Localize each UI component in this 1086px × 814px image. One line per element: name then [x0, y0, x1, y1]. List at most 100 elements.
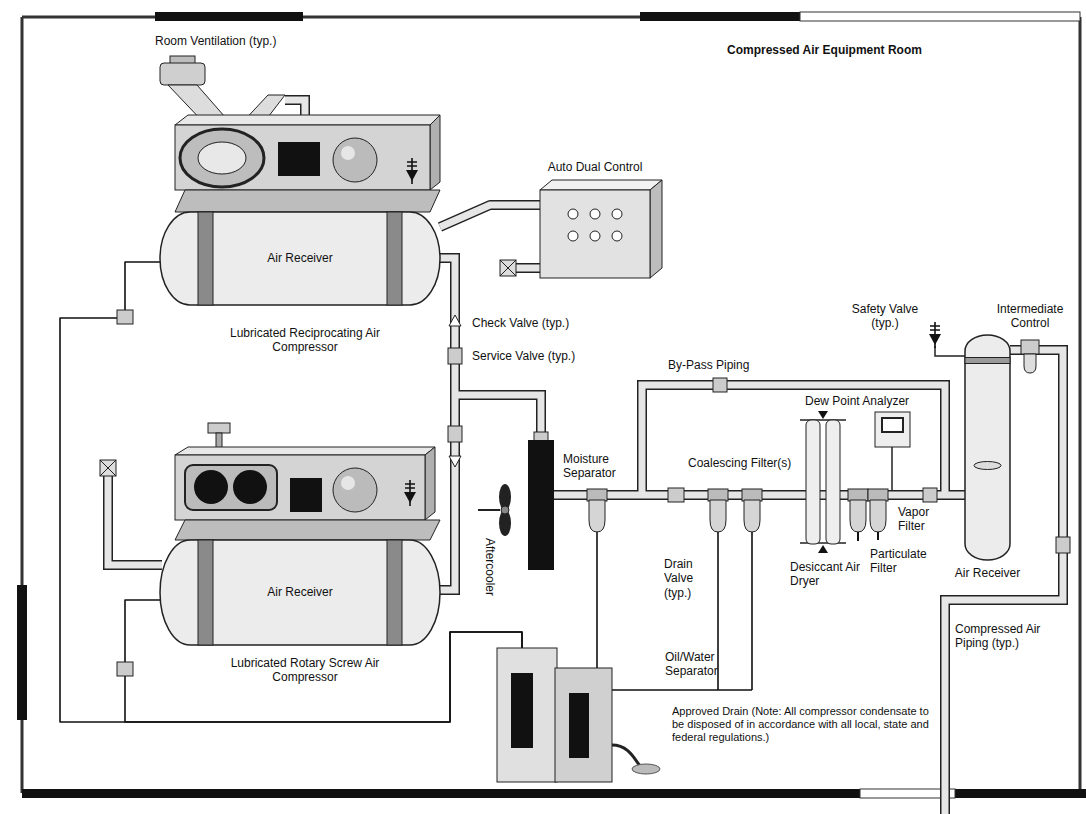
text-holder: Auto Dual Control [548, 160, 643, 174]
reciprocating-compressor [160, 56, 440, 212]
safety-valve-symbol [404, 480, 416, 506]
tank-band [387, 212, 402, 305]
drain-tip [877, 532, 879, 540]
label-anchor: Room Ventilation (typ.) [155, 34, 276, 48]
filter-head [708, 489, 728, 501]
node-text: Air Receiver [267, 585, 332, 599]
tank-shell [160, 540, 440, 645]
part-label: Service Valve (typ.) [472, 349, 575, 363]
intake-sphere [341, 476, 355, 490]
air-receiver-tank: Air Receiver [965, 335, 1010, 560]
tank-band [387, 540, 402, 645]
indicator-light [612, 231, 622, 241]
motor-face [180, 129, 264, 187]
base-plate [175, 520, 440, 540]
part-label: Particulate Filter [870, 547, 945, 576]
separator-media [569, 693, 589, 758]
label-anchor: Vapor Filter [898, 505, 946, 534]
separator-tank [497, 648, 557, 782]
part-label: Check Valve (typ.) [472, 316, 569, 330]
drain-hose [612, 745, 640, 766]
part-label: Safety Valve (typ.) [849, 302, 921, 331]
filter-bowl [589, 500, 605, 532]
indicator-light [590, 209, 600, 219]
part-label: Coalescing Filter(s) [688, 456, 791, 470]
tank-shell [965, 335, 1010, 560]
intake-sphere [341, 146, 355, 160]
label-anchor: Check Valve (typ.) [472, 316, 569, 330]
indicator-light [568, 231, 578, 241]
inline-valve [668, 488, 684, 502]
intake-sphere [333, 138, 377, 182]
tank-band [965, 358, 1010, 364]
part-label: Moisture Separator [563, 452, 633, 481]
label-anchor: Moisture Separator [563, 452, 633, 481]
indicator-light [590, 231, 600, 241]
label-anchor: Lubricated Rotary Screw Air Compressor [220, 656, 390, 685]
air-receiver-tank: Air Receiver [160, 212, 440, 305]
drain-valve [117, 310, 133, 324]
room-title: Compressed Air Equipment Room [727, 43, 922, 57]
filter-head [848, 489, 868, 501]
separator-tank [555, 668, 612, 782]
window [17, 585, 27, 720]
frame-top [175, 447, 435, 455]
label-anchor: Lubricated Reciprocating Air Compressor [215, 326, 395, 355]
dryer-tower [806, 420, 820, 544]
label-anchor: Compressed Air Piping (typ.) [955, 622, 1065, 651]
service-valve [448, 426, 462, 442]
control-panel [278, 142, 320, 176]
aftercooler-fan [478, 484, 511, 536]
part-label: Lubricated Reciprocating Air Compressor [215, 326, 395, 355]
window [640, 12, 800, 21]
fan-shaft [478, 509, 500, 511]
label-anchor: Coalescing Filter(s) [688, 456, 791, 470]
label-anchor: Approved Drain (Note: All compressor con… [672, 705, 934, 745]
dryer-valve [818, 411, 828, 419]
safety-valve-symbol [406, 158, 418, 184]
inline-valve [923, 488, 937, 502]
room-wall [22, 789, 1086, 798]
valve-line [935, 346, 965, 356]
rotary-screw-compressor [100, 423, 440, 540]
part-label: Approved Drain (Note: All compressor con… [672, 705, 934, 745]
part-label: Drain Valve (typ.) [664, 557, 710, 600]
label-anchor: Particulate Filter [870, 547, 945, 576]
analyzer-screen [882, 418, 903, 432]
node-text: Oil/Water Separator [665, 650, 745, 679]
filter-head [868, 489, 888, 501]
shape-outline [540, 190, 650, 278]
filter-bowl [870, 500, 886, 532]
air-receiver-tank: Air Receiver [160, 540, 440, 645]
screw-rotor [233, 470, 267, 504]
motor-face [198, 142, 246, 174]
label-anchor: By-Pass Piping [668, 358, 749, 372]
separator-media [511, 673, 533, 748]
compressor-frame [175, 455, 425, 520]
indicator-light [612, 209, 622, 219]
part-label: Vapor Filter [898, 505, 946, 534]
floor-drain [632, 764, 660, 774]
service-valve [448, 348, 462, 364]
intake-sphere [333, 468, 377, 512]
part-label: Dew Point Analyzer [805, 394, 909, 408]
node-text: Air Receiver [267, 251, 332, 265]
dew-point-analyzer [875, 412, 910, 447]
filter-bowl [744, 500, 760, 532]
dryer-tower [826, 420, 840, 544]
oil-water-separator: Oil/Water Separator [497, 648, 612, 782]
label-anchor: Dew Point Analyzer [805, 394, 909, 408]
pipe-outline [440, 205, 540, 227]
pipe-outline [108, 100, 1063, 814]
bypass-valve [713, 378, 727, 392]
tank-shell [160, 212, 440, 305]
intake-knob [208, 423, 230, 433]
box-side [650, 180, 662, 278]
drain-line [612, 532, 752, 690]
vent-hood [160, 63, 205, 85]
part-label: Compressed Air Piping (typ.) [955, 622, 1065, 651]
inline-valve [1056, 537, 1070, 553]
check-valve [449, 315, 461, 326]
